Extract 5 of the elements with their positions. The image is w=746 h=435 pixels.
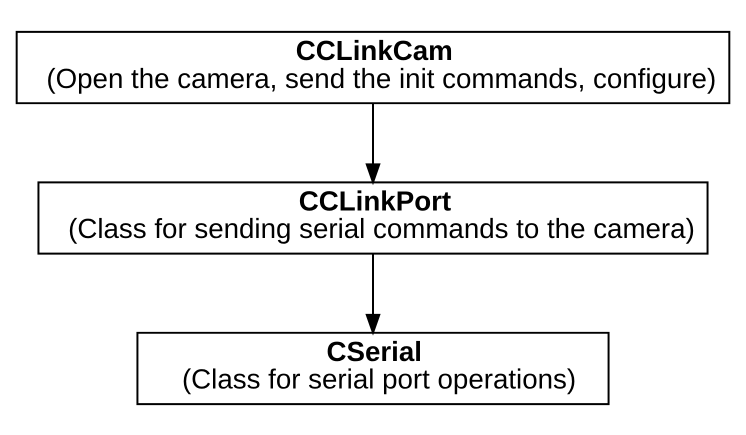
node-box: CSerial (Class for serial port operations) — [136, 331, 610, 405]
arrow — [365, 253, 381, 336]
node-box: CCLinkPort (Class for sending serial commands to the camera) — [37, 180, 709, 254]
node-box: CCLinkCam (Open the camera, send the init commands, configure) — [16, 30, 730, 104]
arrow — [365, 103, 381, 185]
